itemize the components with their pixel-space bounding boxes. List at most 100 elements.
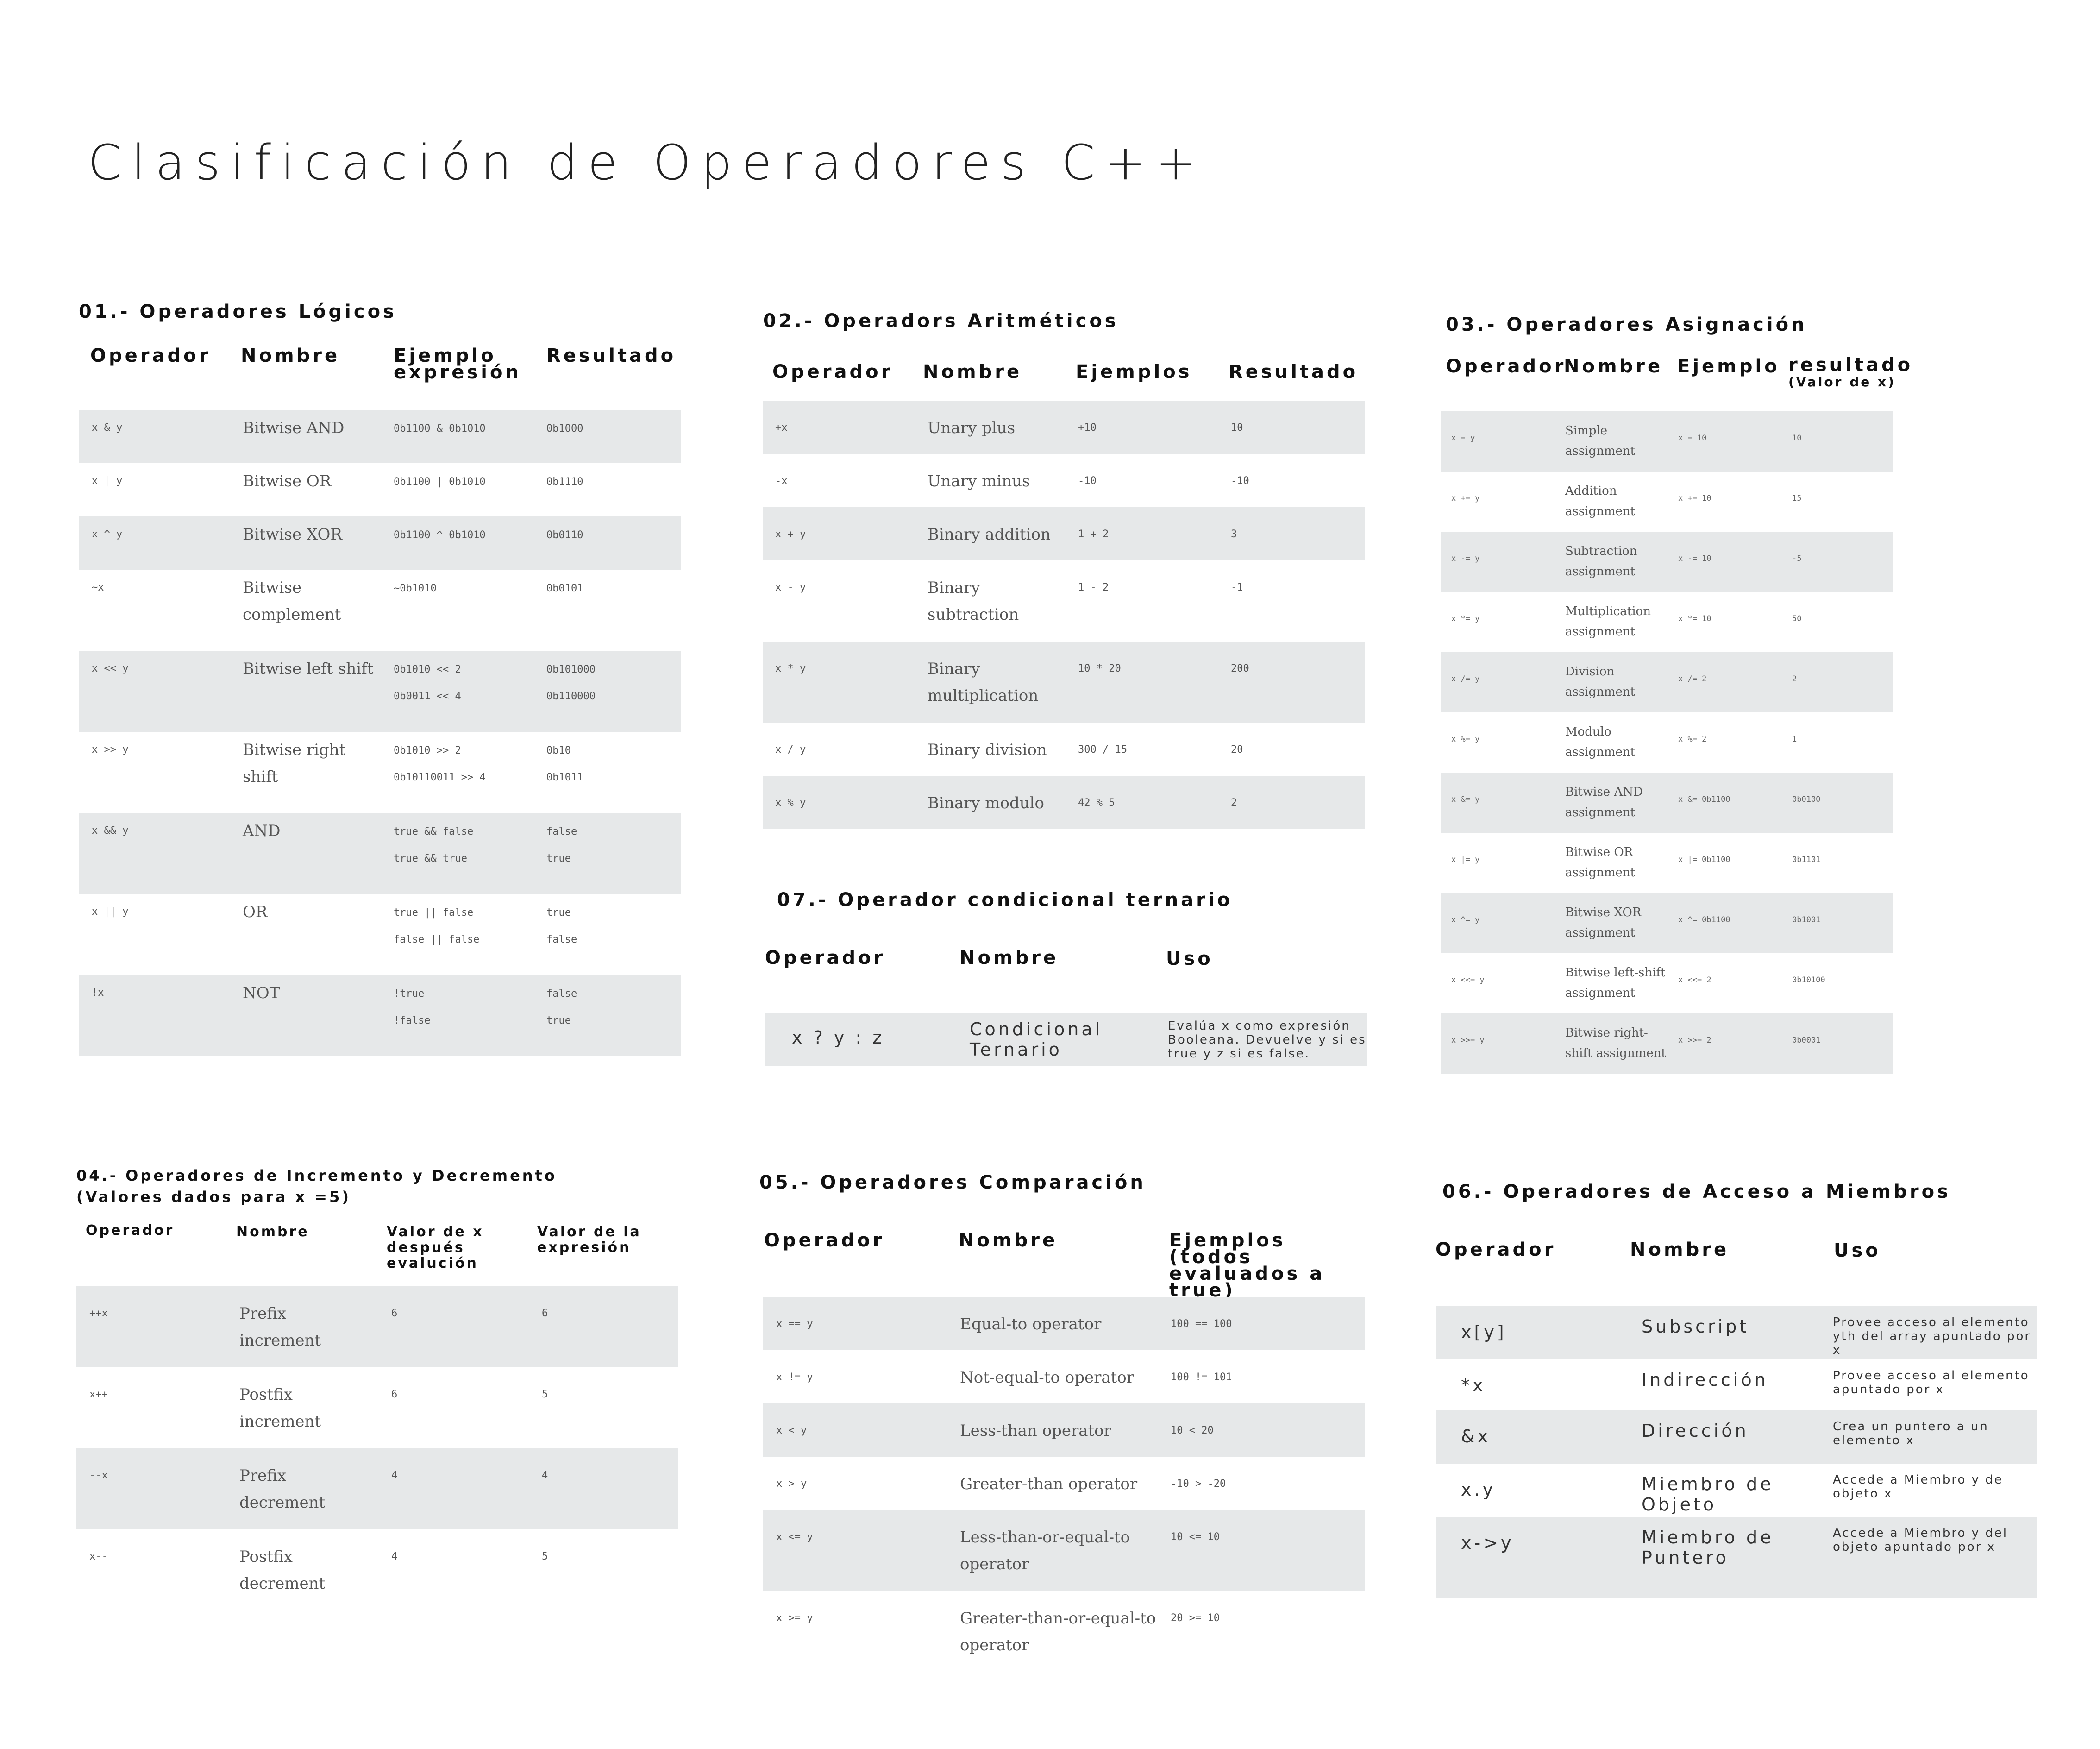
col-header-valor-x: Valor de x después evalución: [387, 1224, 484, 1271]
name-cell: Equal-to operator: [960, 1315, 1102, 1334]
result-cell: 3: [1231, 528, 1237, 540]
name-cell: Less-than operator: [960, 1422, 1111, 1440]
col-header-uso: Uso: [1166, 948, 1213, 969]
operator-cell: -x: [775, 475, 788, 487]
example-cell: +10: [1078, 422, 1097, 434]
example-cell: !true !false: [394, 988, 431, 1026]
name-cell: Subscript: [1642, 1316, 1749, 1337]
col-header-operador: Operador: [86, 1222, 175, 1239]
operator-cell: x *= y: [1451, 614, 1480, 623]
result-cell: 0b0100: [1792, 795, 1821, 804]
col-header-nombre: Nombre: [236, 1224, 309, 1240]
col-header-nombre: Nombre: [241, 345, 340, 366]
result-cell: 10: [1792, 434, 1802, 443]
operator-cell: x <= y: [776, 1531, 813, 1543]
operator-cell: x->y: [1461, 1533, 1514, 1553]
operator-cell: x >> y: [92, 744, 129, 755]
operator-cell: x + y: [775, 528, 806, 540]
name-cell: Bitwise left shift: [243, 660, 374, 678]
example-cell: x -= 10: [1678, 554, 1711, 563]
section-title: 07.- Operador condicional ternario: [777, 889, 1233, 911]
name-cell: Bitwise AND assignment: [1565, 785, 1643, 819]
col-header-ejemplo: Ejemplo: [1677, 356, 1780, 377]
operator-cell: x || y: [92, 906, 129, 918]
col-header-valor-expresion: Valor de la expresión: [537, 1224, 641, 1256]
name-cell: Binary modulo: [928, 794, 1045, 812]
col-header-operador: Operador: [1446, 356, 1567, 377]
col-header-operador: Operador: [765, 947, 886, 969]
result-cell: -1: [1231, 582, 1243, 593]
example-cell: 100 != 101: [1171, 1372, 1232, 1383]
result-cell: false true: [546, 826, 577, 864]
result-cell: 0b0110: [546, 529, 583, 541]
operator-cell: x == y: [776, 1318, 813, 1330]
operator-cell: x / y: [775, 744, 806, 755]
operator-cell: x &= y: [1451, 795, 1480, 804]
name-cell: Bitwise XOR assignment: [1565, 906, 1642, 940]
example-cell: x >>= 2: [1678, 1036, 1711, 1045]
example-cell: 0b1100 ^ 0b1010: [394, 529, 486, 541]
example-cell: x = 10: [1678, 434, 1707, 443]
result-cell: 2: [1231, 797, 1237, 809]
col-header-ejemplos: Ejemplos (todos evaluados a true): [1169, 1230, 1325, 1301]
operator-cell: x << y: [92, 663, 129, 674]
section-subtitle: (Valores dados para x =5): [76, 1188, 351, 1206]
result-cell: 0b10100: [1792, 975, 1825, 985]
result-cell: -10: [1231, 475, 1249, 487]
usage-cell: Provee acceso al elemento yth del array …: [1833, 1315, 2031, 1357]
name-cell: Prefix increment: [239, 1304, 321, 1350]
operator-cell: *x: [1461, 1375, 1486, 1396]
operator-cell: x ^ y: [92, 528, 123, 540]
name-cell: Subtraction assignment: [1565, 544, 1637, 579]
example-cell: x ^= 0b1100: [1678, 915, 1730, 925]
example-cell: 0b1100 & 0b1010: [394, 423, 486, 434]
operator-cell: x && y: [92, 825, 129, 837]
section-title: 01.- Operadores Lógicos: [79, 301, 397, 322]
name-cell: Less-than-or-equal-to operator: [960, 1528, 1130, 1573]
example-cell: 0b1010 >> 2 0b10110011 >> 4: [394, 745, 486, 783]
value-x-cell: 4: [391, 1470, 398, 1481]
operator-cell: x & y: [92, 422, 123, 434]
col-header-resultado: Resultado: [1229, 361, 1359, 383]
expression-value-cell: 4: [542, 1470, 548, 1481]
example-cell: x <<= 2: [1678, 975, 1711, 985]
name-cell: Multiplication assignment: [1565, 604, 1651, 639]
operator-cell: ++x: [89, 1308, 108, 1319]
result-cell: false true: [546, 988, 577, 1026]
name-cell: Division assignment: [1565, 665, 1636, 699]
operator-cell: ~x: [92, 582, 104, 593]
section-title: 06.- Operadores de Acceso a Miembros: [1442, 1181, 1951, 1202]
result-cell: 20: [1231, 744, 1243, 755]
example-cell: 100 == 100: [1171, 1318, 1232, 1330]
usage-cell: Crea un puntero a un elemento x: [1833, 1420, 1989, 1447]
expression-value-cell: 6: [542, 1308, 548, 1319]
example-cell: -10 > -20: [1171, 1478, 1226, 1490]
operator-cell: x < y: [776, 1425, 807, 1436]
col-header-ejemplo: Ejemplo expresión: [394, 345, 521, 383]
section-title: 04.- Operadores de Incremento y Decremen…: [76, 1167, 557, 1184]
name-cell: Postfix decrement: [239, 1548, 326, 1593]
name-cell: Greater-than-or-equal-to operator: [960, 1609, 1156, 1655]
col-header-nombre: Nombre: [1564, 356, 1663, 377]
name-cell: Unary minus: [928, 472, 1030, 491]
col-header-operador: Operador: [764, 1230, 885, 1251]
result-cell: 50: [1792, 614, 1802, 623]
